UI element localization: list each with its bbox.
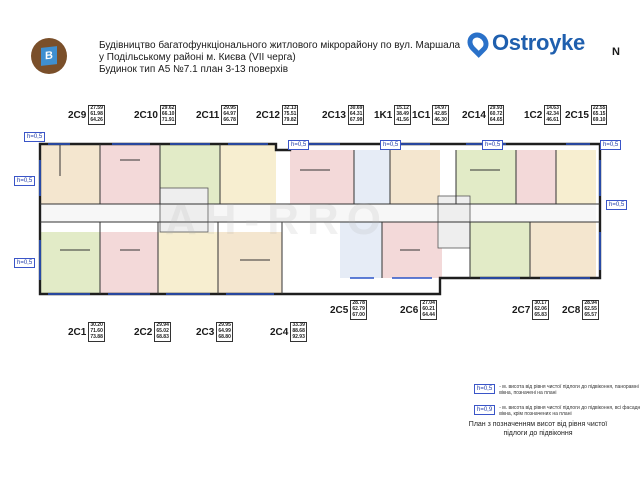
interior-walls — [40, 144, 600, 294]
legend-text: - м. висота від рівня чистої підлоги до … — [499, 384, 639, 396]
plan-title: Будівництво багатофункціонального житлов… — [99, 40, 469, 76]
brand-name: Ostroyke — [492, 30, 585, 55]
sill-height-mark: h=0,5 — [600, 140, 622, 150]
legend-item-panoramic: h=0,5 - м. висота від рівня чистої підло… — [474, 384, 640, 396]
sill-height-mark: h=0,5 — [14, 258, 36, 268]
legend-mark: h=0,5 — [474, 384, 496, 394]
unit-fills — [40, 144, 596, 294]
corridor — [40, 187, 596, 249]
north-indicator: N — [612, 46, 620, 58]
title-line-3: Будинок тип А5 №7.1 план 3-13 поверхів — [99, 64, 289, 75]
legend-item-facade: h=0,9 - м. висота від рівня чистої підло… — [474, 405, 640, 417]
title-line-2: у Подільському районі м. Києва (VII черг… — [99, 52, 296, 63]
sill-height-mark: h=0,5 — [24, 132, 46, 142]
legend-text: - м. висота від рівня чистої підлоги до … — [499, 405, 640, 417]
sill-height-mark: h=0,5 — [606, 200, 628, 210]
brand-logo: Ostroyke — [468, 30, 585, 56]
plan-note: План з позначенням висот від рівня чисто… — [468, 421, 608, 437]
sill-height-mark: h=0,5 — [288, 140, 310, 150]
sill-height-mark: h=0,5 — [380, 140, 402, 150]
sill-height-mark: h=0,5 — [482, 140, 504, 150]
title-line-1: Будівництво багатофункціонального житлов… — [99, 40, 461, 51]
sill-height-mark: h=0,5 — [14, 176, 36, 186]
legend-mark: h=0,9 — [474, 405, 496, 415]
watermark: AH-RRO — [165, 195, 389, 244]
developer-logo: В — [31, 38, 67, 74]
